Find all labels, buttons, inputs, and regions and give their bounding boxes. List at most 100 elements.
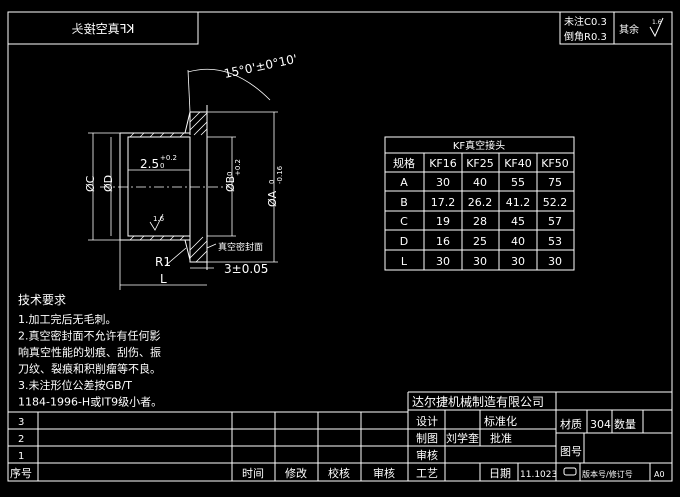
dim-phi-d: ØD — [102, 175, 115, 192]
rest-label: 其余 — [619, 23, 639, 36]
dim-l: L — [160, 272, 167, 286]
kf-table-header: 规格 — [393, 156, 415, 170]
kf-table-cell: 40 — [511, 235, 525, 248]
part-section-view — [100, 105, 230, 270]
kf-table-cell: 19 — [436, 215, 450, 228]
drawer-name: 刘学奎 — [446, 431, 479, 445]
kf-table-cell: 45 — [511, 215, 525, 228]
dim-angle: 15°0'±0°10' — [223, 52, 299, 81]
seq-label: 序号 — [10, 466, 32, 480]
drawing-no-label: 图号 — [560, 445, 582, 458]
kf-table-cell: 17.2 — [431, 196, 456, 209]
kf-table-cell: 16 — [436, 235, 450, 248]
dim-phi-c: ØC — [84, 175, 97, 192]
tech-notes: 技术要求 1.加工完后无毛刺。 2.真空密封面不允许有任何影响真空性能的划痕、刮伤… — [18, 293, 162, 409]
standardize-label: 标准化 — [484, 414, 517, 428]
note-chamfer: 未注C0.3 — [564, 15, 607, 28]
drawing-border — [7, 11, 673, 482]
dim-chamfer-tol: +0.2 — [160, 154, 177, 162]
seal-label: 真空密封面 — [218, 241, 263, 253]
footer-label: 校核 — [328, 466, 350, 480]
kf-table-cell: 30 — [436, 255, 450, 268]
footer-label: 日期 — [489, 467, 511, 480]
version-icon — [563, 467, 577, 476]
footer-label: 修改 — [285, 466, 307, 480]
kf-table-cell: 30 — [548, 255, 562, 268]
kf-table-cell: 75 — [548, 176, 562, 189]
kf-table-cell: A — [400, 176, 408, 189]
kf-table-cell: 41.2 — [506, 196, 531, 209]
title-row-number: 2 — [18, 434, 24, 445]
kf-table-header: KF25 — [466, 157, 494, 170]
hatch-bottom — [189, 236, 208, 263]
dim-chamfer-tol2: 0 — [160, 162, 164, 170]
mirrored-title-box: KF真空接头 — [7, 11, 199, 45]
version-value: A0 — [654, 470, 665, 479]
hatch-top-wall — [129, 132, 185, 138]
hatch-bottom-wall — [129, 235, 185, 241]
version-label: 版本号/修订号 — [582, 469, 633, 479]
hatch-top — [189, 111, 208, 136]
note-round: 倒角R0.3 — [564, 31, 607, 43]
kf-table-header: KF16 — [429, 157, 457, 170]
svg-text:1.6: 1.6 — [652, 19, 662, 26]
title-row-number: 1 — [18, 451, 24, 462]
footer-label: 审核 — [373, 466, 395, 480]
kf-table-cell: 53 — [548, 235, 562, 248]
mirrored-title: KF真空接头 — [72, 21, 135, 36]
top-notes-box: 未注C0.3 倒角R0.3 其余 1.6 — [559, 11, 673, 45]
footer-label: 时间 — [242, 467, 264, 480]
kf-table-cell: 40 — [473, 176, 487, 189]
dim-r1: R1 — [155, 255, 171, 269]
tech-note-line: 响真空性能的划痕、刮伤、振 — [18, 345, 161, 359]
kf-table-header: KF40 — [504, 157, 532, 170]
kf-table-header: KF50 — [541, 157, 569, 170]
tech-note-line: 2.真空密封面不允许有任何影 — [18, 329, 161, 343]
kf-table-cell: 30 — [436, 176, 450, 189]
dim-phi-b-tol: +0.2 — [234, 159, 242, 176]
dim-phi-a-tol2: -0.16 — [276, 165, 284, 184]
dim-phi-a: ØA — [266, 190, 279, 207]
kf-table-cell: 55 — [511, 176, 525, 189]
approve-label: 批准 — [490, 431, 512, 445]
drawing-label: 制图 — [416, 432, 438, 445]
dim-phi-b-tol2: 0 — [226, 172, 234, 176]
row-numbers: 3 2 1 — [18, 417, 24, 462]
material-value: 304 — [590, 418, 611, 431]
kf-table-cell: L — [401, 255, 408, 268]
review-label: 审核 — [416, 448, 438, 462]
kf-table-cell: 30 — [511, 255, 525, 268]
kf-table-cell: 26.2 — [468, 196, 493, 209]
dim-chamfer: 2.5 — [140, 157, 159, 171]
tech-note-line: 1184-1996-H或IT9级小者。 — [18, 396, 162, 409]
tech-note-line: 刀纹、裂痕和积削瘤等不良。 — [18, 362, 161, 376]
quantity-label: 数量 — [614, 418, 636, 431]
svg-text:1.6: 1.6 — [153, 215, 165, 223]
footer-label: 工艺 — [416, 467, 438, 480]
dim-phi-b: ØB — [224, 176, 237, 192]
kf-table-title: KF真空接头 — [453, 139, 505, 152]
footer-labels: 时间 修改 校核 审核 工艺 日期 — [242, 466, 511, 480]
dim-phi-a-tol: 0 — [268, 180, 276, 184]
kf-table-cell: 25 — [473, 235, 487, 248]
kf-table-cell: C — [400, 215, 408, 228]
tech-note-line: 3.未注形位公差按GB/T — [18, 378, 132, 392]
flange-top — [120, 111, 208, 134]
kf-table-cell: B — [400, 196, 408, 209]
title-block — [8, 391, 672, 481]
date-value: 11.1023 — [520, 470, 557, 480]
design-label: 设计 — [416, 415, 438, 428]
title-row-number: 3 — [18, 417, 24, 428]
kf-spec-table — [384, 136, 575, 271]
kf-table-cell: D — [400, 235, 408, 248]
kf-table-cell: 52.2 — [543, 196, 568, 209]
tech-note-line: 1.加工完后无毛刺。 — [18, 312, 117, 326]
tech-notes-heading: 技术要求 — [18, 293, 66, 307]
kf-table-cell: 28 — [473, 215, 487, 228]
kf-table-cell: 30 — [473, 255, 487, 268]
material-label: 材质 — [560, 417, 582, 431]
roughness-inner-icon: 1.6 — [149, 213, 165, 231]
kf-table-cell: 57 — [548, 215, 562, 228]
